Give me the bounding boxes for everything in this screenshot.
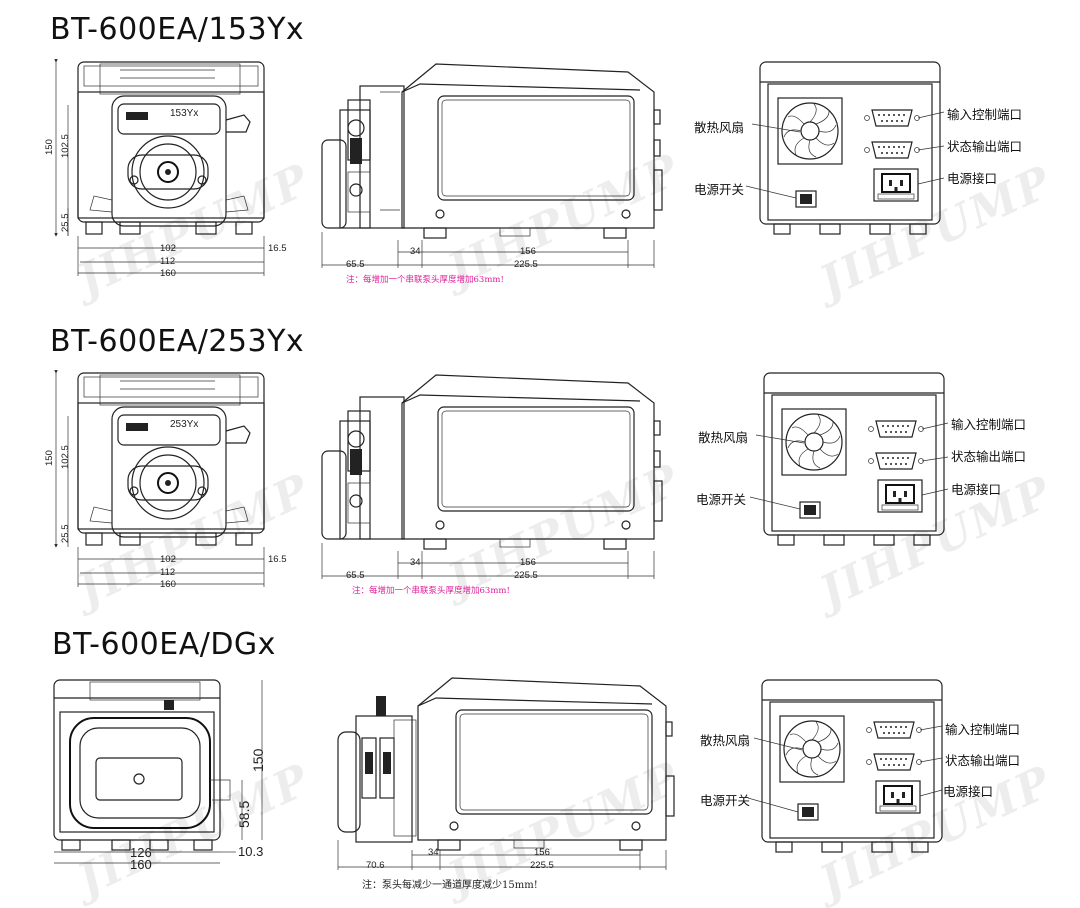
side-view-1 — [321, 63, 663, 268]
side-view-2 — [321, 374, 663, 579]
dim-side-3: 156 — [534, 847, 550, 858]
series-note: 注：每增加一个串联泵头厚度增加63mm! — [346, 275, 504, 285]
dim-height-total: 150 — [44, 450, 55, 466]
section-title-2: BT-600EA/253Yx — [50, 324, 305, 359]
input-port-label: 输入控制端口 — [947, 107, 1023, 122]
dim-side-3: 156 — [520, 246, 536, 257]
front-view-2 — [54, 370, 265, 587]
dim-height-total: 150 — [250, 748, 266, 772]
section-title-3: BT-600EA/DGx — [52, 627, 276, 662]
dim-side-4: 225.5 — [514, 259, 538, 270]
power-switch-label: 电源开关 — [694, 182, 745, 197]
output-port-label: 状态输出端口 — [951, 449, 1027, 464]
dim-width-3: 160 — [160, 268, 176, 279]
series-note: 注：每增加一个串联泵头厚度增加63mm! — [352, 586, 510, 596]
dim-side-4: 225.5 — [514, 570, 538, 581]
dim-width-right: 16.5 — [268, 243, 287, 254]
dim-side-2: 34 — [410, 557, 421, 568]
dim-height-mid: 102.5 — [60, 134, 71, 158]
dim-width-1: 126 — [130, 845, 152, 860]
dim-side-3: 156 — [520, 557, 536, 568]
fan-label: 散热风扇 — [698, 430, 749, 445]
power-inlet-label: 电源接口 — [947, 171, 998, 186]
rear-view-1 — [745, 61, 945, 235]
dim-width-1: 102 — [160, 554, 176, 565]
power-inlet-label: 电源接口 — [951, 482, 1002, 497]
pump-head-label: 153Yx — [170, 108, 199, 119]
dim-height-low: 25.5 — [60, 524, 71, 544]
dim-width-3: 160 — [130, 857, 152, 872]
dim-side-1: 65.5 — [346, 570, 365, 581]
dim-width-3: 160 — [160, 579, 176, 590]
dim-side-1: 65.5 — [346, 259, 365, 270]
rear-view-2 — [749, 372, 949, 546]
output-port-label: 状态输出端口 — [945, 753, 1021, 768]
dim-side-2: 34 — [428, 847, 439, 858]
dim-height-mid: 58.5 — [236, 800, 252, 828]
section-title-1: BT-600EA/153Yx — [50, 12, 305, 47]
input-port-label: 输入控制端口 — [945, 722, 1021, 737]
input-port-label: 输入控制端口 — [951, 417, 1027, 432]
channel-note: 注：泵头每减少一通道厚度减少15mm! — [362, 880, 538, 891]
dim-width-1: 102 — [160, 243, 176, 254]
fan-label: 散热风扇 — [700, 733, 751, 748]
dim-width-right: 16.5 — [268, 554, 287, 565]
power-switch-label: 电源开关 — [700, 793, 751, 808]
side-view-3 — [337, 677, 675, 870]
fan-label: 散热风扇 — [694, 120, 745, 135]
output-port-label: 状态输出端口 — [947, 139, 1023, 154]
pump-head-label: 253Yx — [170, 419, 199, 430]
dim-side-2: 34 — [410, 246, 421, 257]
dim-side-1: 70.6 — [366, 860, 385, 871]
dim-width-right: 10.3 — [238, 844, 264, 859]
dim-side-4: 225.5 — [530, 860, 554, 871]
front-view-1 — [54, 59, 265, 276]
dim-height-mid: 102.5 — [60, 445, 71, 469]
dim-height-low: 25.5 — [60, 213, 71, 233]
rear-view-3 — [747, 679, 943, 853]
power-inlet-label: 电源接口 — [943, 784, 994, 799]
power-switch-label: 电源开关 — [696, 492, 747, 507]
dim-width-2: 112 — [160, 567, 176, 578]
front-view-3 — [53, 679, 263, 864]
dim-width-2: 112 — [160, 256, 176, 267]
dim-height-total: 150 — [44, 139, 55, 155]
